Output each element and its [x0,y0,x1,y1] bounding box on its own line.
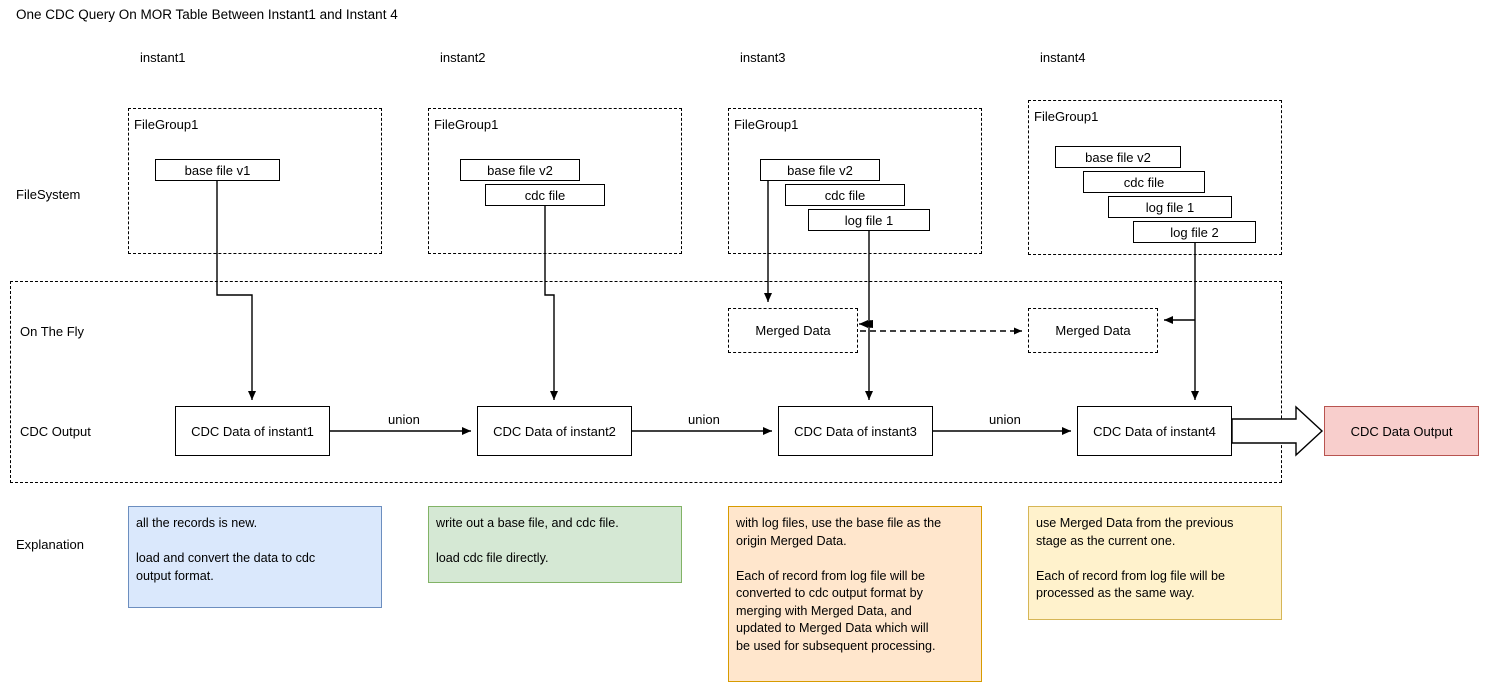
union-label-3: union [986,412,1024,427]
instant-label-3: instant3 [740,50,786,65]
row-label-filesystem: FileSystem [16,187,81,202]
filegroup-title-3: FileGroup1 [734,117,799,132]
cdc-data-output-box[interactable]: CDC Data Output [1324,406,1479,456]
row-label-on-the-fly: On The Fly [20,324,85,339]
file-box-cdc-file-g2[interactable]: cdc file [485,184,605,206]
merged-data-box-1[interactable]: Merged Data [728,308,858,353]
explanation-box-1: all the records is new. load and convert… [128,506,382,608]
file-box-base-file-v2-g3[interactable]: base file v2 [760,159,880,181]
filegroup-container-4: FileGroup1 [1028,100,1282,255]
processing-container [10,281,1282,483]
file-box-log-file-2-g4[interactable]: log file 2 [1133,221,1256,243]
file-box-cdc-file-g3[interactable]: cdc file [785,184,905,206]
file-box-base-file-v2-g2[interactable]: base file v2 [460,159,580,181]
file-box-log-file-1-g3[interactable]: log file 1 [808,209,930,231]
file-box-base-file-v2-g4[interactable]: base file v2 [1055,146,1181,168]
filegroup-title-4: FileGroup1 [1034,109,1099,124]
page-title: One CDC Query On MOR Table Between Insta… [16,7,398,22]
union-label-2: union [685,412,723,427]
cdc-data-box-instant4[interactable]: CDC Data of instant4 [1077,406,1232,456]
merged-data-box-2[interactable]: Merged Data [1028,308,1158,353]
file-box-log-file-1-g4[interactable]: log file 1 [1108,196,1232,218]
filegroup-container-2: FileGroup1 [428,108,682,254]
instant-label-4: instant4 [1040,50,1086,65]
row-label-cdc-output: CDC Output [20,424,91,439]
instant-label-1: instant1 [140,50,186,65]
file-box-base-file-v1[interactable]: base file v1 [155,159,280,181]
file-box-cdc-file-g4[interactable]: cdc file [1083,171,1205,193]
filegroup-container-3: FileGroup1 [728,108,982,254]
explanation-box-4: use Merged Data from the previous stage … [1028,506,1282,620]
explanation-box-3: with log files, use the base file as the… [728,506,982,682]
explanation-box-2: write out a base file, and cdc file. loa… [428,506,682,583]
row-label-explanation: Explanation [16,537,84,552]
cdc-data-box-instant1[interactable]: CDC Data of instant1 [175,406,330,456]
filegroup-title-2: FileGroup1 [434,117,499,132]
filegroup-title-1: FileGroup1 [134,117,199,132]
cdc-data-box-instant3[interactable]: CDC Data of instant3 [778,406,933,456]
filegroup-container-1: FileGroup1 [128,108,382,254]
union-label-1: union [385,412,423,427]
cdc-data-box-instant2[interactable]: CDC Data of instant2 [477,406,632,456]
instant-label-2: instant2 [440,50,486,65]
